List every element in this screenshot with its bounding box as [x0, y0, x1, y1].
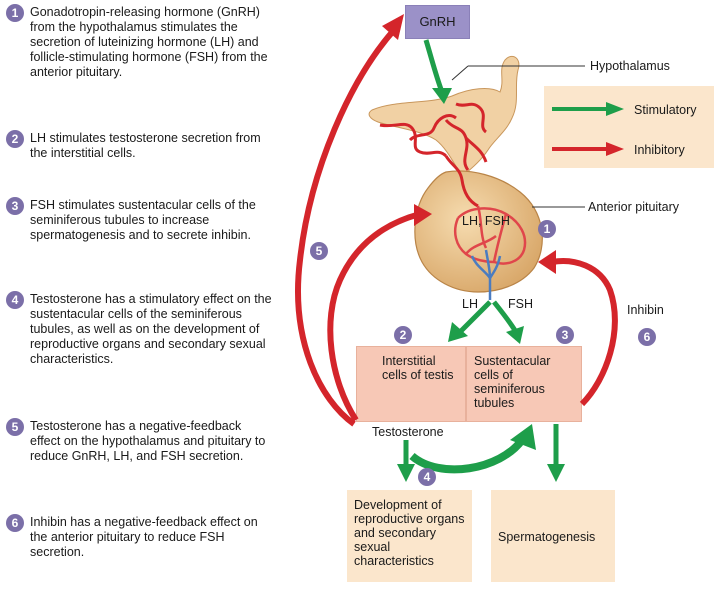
hypothalamus-leader	[451, 65, 469, 81]
legend-stimulatory-label: Stimulatory	[634, 103, 697, 117]
testosterone-to-pituitary-head	[414, 204, 432, 226]
step-number: 6	[6, 514, 24, 532]
step-number: 1	[6, 4, 24, 22]
step-text: Inhibin has a negative-feedback effect o…	[30, 515, 258, 559]
legend	[544, 86, 714, 168]
portal-vessels	[379, 102, 488, 208]
fsh-arrow-head	[506, 326, 524, 344]
step-number: 2	[6, 130, 24, 148]
venous-drainage	[470, 249, 502, 300]
gnrh-box: GnRH	[405, 5, 470, 39]
badge-3: 3	[556, 326, 574, 344]
testosterone-to-gnrh-arrow	[295, 28, 397, 427]
inhibin-label: Inhibin	[627, 303, 664, 317]
interstitial-cells-label: Interstitial cells of testis	[382, 354, 454, 382]
testosterone-down-head	[397, 464, 415, 482]
lh-arrow	[458, 300, 492, 334]
badge-5: 5	[310, 242, 328, 260]
step-text: FSH stimulates sustentacular cells of th…	[30, 198, 256, 242]
lh-fsh-label: LH, FSH	[462, 214, 510, 228]
testosterone-to-gnrh-head	[382, 14, 404, 40]
step-number: 5	[6, 418, 24, 436]
stimulatory-arrows	[397, 39, 624, 482]
lh-arrow-head	[448, 322, 468, 342]
hypothalamus-label: Hypothalamus	[590, 59, 670, 73]
badge-4: 4	[418, 468, 436, 486]
inhibin-arrow-head	[538, 250, 556, 274]
testosterone-to-pituitary-arrow	[327, 211, 421, 422]
testosterone-label: Testosterone	[372, 425, 444, 439]
sustentacular-cells-box	[466, 346, 582, 422]
legend-inhibitory-label: Inhibitory	[634, 143, 685, 157]
step-text: LH stimulates testosterone secretion fro…	[30, 131, 261, 160]
spermatogenesis-head	[547, 464, 565, 482]
interstitial-cells-box	[356, 346, 466, 422]
testosterone-to-sustentacular-arrow	[409, 437, 526, 474]
pituitary-capillaries	[454, 205, 527, 265]
step-number: 4	[6, 291, 24, 309]
development-label: Development of reproductive organs and s…	[354, 498, 465, 568]
anterior-pituitary-label: Anterior pituitary	[588, 200, 680, 214]
badge-6: 6	[638, 328, 656, 346]
inhibitory-arrows	[295, 14, 624, 427]
step-text: Testosterone has a stimulatory effect on…	[30, 292, 272, 366]
spermatogenesis-label: Spermatogenesis	[498, 530, 596, 544]
development-box	[347, 490, 472, 582]
step-text: Gonadotropin-releasing hormone (GnRH) fr…	[30, 5, 268, 79]
spermatogenesis-box	[491, 490, 615, 582]
fsh-label: FSH	[508, 297, 533, 311]
sustentacular-cells-label: Sustentacular cells of seminiferous tubu…	[474, 354, 551, 410]
gnrh-arrow-head	[432, 88, 452, 104]
gnrh-arrow	[423, 39, 445, 93]
step-number: 3	[6, 197, 24, 215]
step-text: Testosterone has a negative-feedback eff…	[30, 419, 266, 463]
inhibin-arrow	[551, 258, 618, 407]
testosterone-to-sustentacular-head	[510, 424, 536, 450]
legend-stimulatory-head	[606, 102, 624, 116]
badge-2: 2	[394, 326, 412, 344]
lh-label: LH	[462, 297, 478, 311]
legend-inhibitory-head	[606, 142, 624, 156]
badge-1: 1	[538, 220, 556, 238]
